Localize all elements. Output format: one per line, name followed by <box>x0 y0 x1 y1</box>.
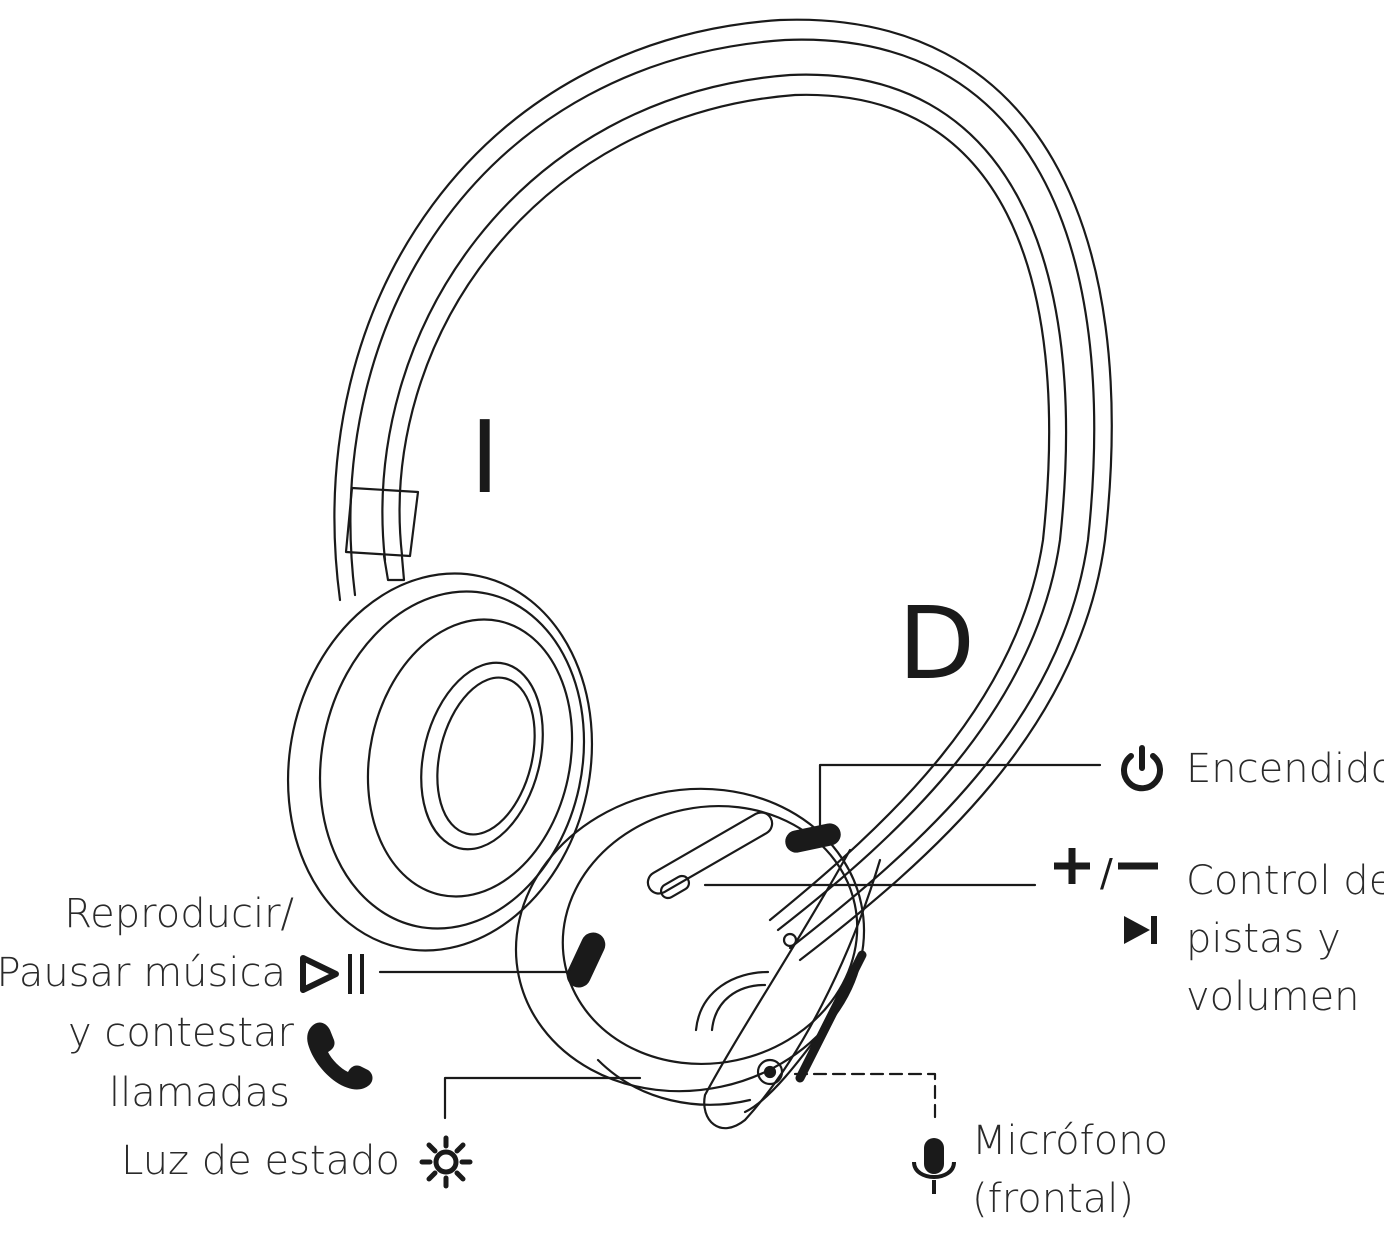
status-callout: Luz de estado <box>121 1132 400 1190</box>
mic-leader <box>793 1072 937 1122</box>
mic-label-line-2: (frontal) <box>972 1176 1134 1222</box>
headband <box>333 18 1113 962</box>
play-callout-line-2: Pausar música <box>0 944 286 1002</box>
status-label: Luz de estado <box>121 1138 400 1184</box>
power-label: Encendido <box>1186 746 1384 792</box>
left-earcup <box>286 572 594 952</box>
play-label-line-2: Pausar música <box>0 950 286 996</box>
play-pause-icon <box>300 954 364 994</box>
left-slider <box>344 486 420 582</box>
plus-icon <box>1054 848 1090 884</box>
play-label-line-1: Reproducir/ <box>64 891 294 937</box>
mic-label-line-1: Micrófono <box>972 1118 1169 1164</box>
play-callout-line-4: llamadas <box>109 1064 290 1122</box>
next-track-icon <box>1124 916 1157 944</box>
volume-label-line-1: Control de <box>1186 858 1384 904</box>
play-label-line-4: llamadas <box>109 1070 290 1116</box>
status-leader <box>443 1076 642 1120</box>
power-icon <box>1121 745 1163 792</box>
right-side-label: D <box>898 585 975 702</box>
play-callout-line-3: y contestar <box>68 1004 294 1062</box>
volume-label-line-2: pistas y <box>1186 916 1341 962</box>
power-callout: Encendido <box>1186 740 1384 798</box>
microphone-icon <box>912 1138 956 1194</box>
play-label-line-3: y contestar <box>68 1010 294 1056</box>
volume-label-line-3: volumen <box>1186 974 1360 1020</box>
volume-callout: Control de pistas y volumen <box>1186 852 1384 1026</box>
slash-symbol: / <box>1100 851 1113 895</box>
leader-lines <box>378 763 1102 1122</box>
status-light-icon <box>419 1135 473 1189</box>
play-callout-line-1: Reproducir/ <box>64 885 294 943</box>
left-side-label: I <box>470 399 500 516</box>
right-hinge-arm <box>703 848 882 1130</box>
right-earcup <box>514 787 866 1106</box>
power-leader <box>818 763 1102 840</box>
phone-icon <box>307 1022 373 1090</box>
mic-callout: Micrófono (frontal) <box>972 1112 1168 1228</box>
